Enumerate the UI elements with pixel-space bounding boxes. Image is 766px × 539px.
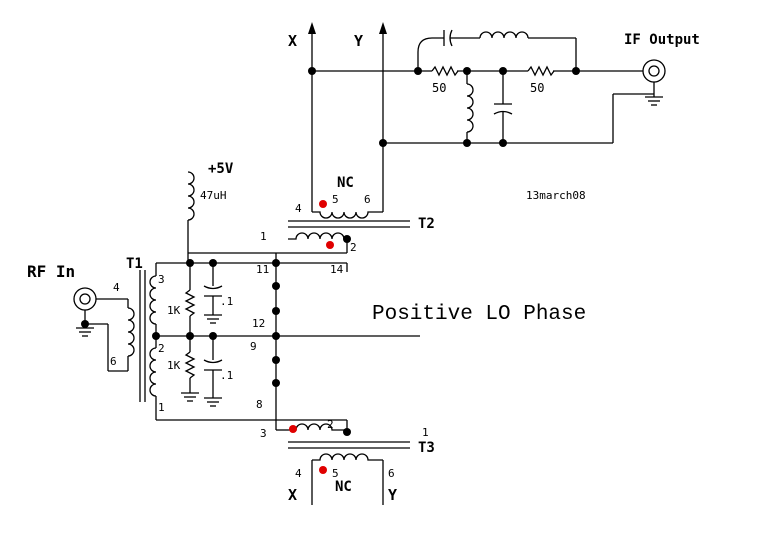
junction-dot xyxy=(186,332,194,340)
date-label: 13march08 xyxy=(526,189,586,202)
if-output-label: IF Output xyxy=(624,32,700,48)
rf-in-connector-center xyxy=(79,293,91,305)
resistor-1k-top xyxy=(184,289,196,317)
x-top-label: X xyxy=(288,32,297,50)
resistor-2-label: 50 xyxy=(530,81,544,95)
t1-secondary-upper xyxy=(149,275,157,325)
junction-dot xyxy=(272,379,280,387)
junction-dot xyxy=(414,67,422,75)
y-top-arrow xyxy=(379,22,387,34)
t3-secondary xyxy=(312,453,383,461)
shunt-inductor xyxy=(466,83,474,133)
cap-bot-label: .1 xyxy=(220,369,233,382)
t3-label: T3 xyxy=(418,440,435,456)
pin-label: 6 xyxy=(110,355,117,368)
resistor-1k-bot xyxy=(184,351,196,379)
junction-dot xyxy=(308,67,316,75)
t3-primary xyxy=(288,423,347,431)
phase-dot xyxy=(289,425,297,433)
pin-label: 2 xyxy=(158,342,165,355)
resistor-1 xyxy=(431,65,459,77)
x-bot-label: X xyxy=(288,486,297,504)
t2-label: T2 xyxy=(418,216,435,232)
junction-dot xyxy=(499,67,507,75)
t1-secondary-lower xyxy=(149,347,157,397)
if-output-connector xyxy=(642,59,666,83)
pin-label: 1 xyxy=(260,230,267,243)
junction-dot xyxy=(572,67,580,75)
pin-label: 3 xyxy=(260,427,267,440)
x-top-arrow xyxy=(308,22,316,34)
junction-dot xyxy=(343,235,351,243)
pin-label: 5 xyxy=(332,467,339,480)
pin-label: 2 xyxy=(327,418,334,431)
pin-label: 4 xyxy=(295,467,302,480)
bypass-left xyxy=(417,37,444,71)
junction-dot xyxy=(209,259,217,267)
nc-top-label: NC xyxy=(337,175,354,191)
phase-dot xyxy=(326,241,334,249)
resistor-1-label: 50 xyxy=(432,81,446,95)
pin-label: 6 xyxy=(364,193,371,206)
phase-dot xyxy=(319,200,327,208)
pin-label: 4 xyxy=(295,202,302,215)
y-bot-label: Y xyxy=(388,486,397,504)
t2-secondary xyxy=(312,211,383,219)
junction-dot xyxy=(463,67,471,75)
pin-label: 6 xyxy=(388,467,395,480)
rf-in-connector xyxy=(73,287,97,311)
t1-primary xyxy=(127,307,135,357)
junction-dot xyxy=(186,259,194,267)
pin-label: 8 xyxy=(256,398,263,411)
junction-dot xyxy=(81,320,89,328)
resistor-2 xyxy=(527,65,555,77)
junction-dot xyxy=(463,139,471,147)
nc-bot-label: NC xyxy=(335,479,352,495)
pin-label: 11 xyxy=(256,263,269,276)
page-title: Positive LO Phase xyxy=(372,303,586,326)
pin-label: 12 xyxy=(252,317,265,330)
res-top-label: 1K xyxy=(167,304,181,317)
cap-top-label: .1 xyxy=(220,295,233,308)
pin-label: 1 xyxy=(422,426,429,439)
pin-label: 2 xyxy=(350,241,357,254)
pin-label: 3 xyxy=(158,273,165,286)
t1-label: T1 xyxy=(126,256,143,272)
t2-primary xyxy=(288,232,347,240)
junction-dot xyxy=(272,259,280,267)
junction-dot xyxy=(272,282,280,290)
phase-dot xyxy=(319,466,327,474)
junction-dot xyxy=(272,356,280,364)
cap-bot-plate-1 xyxy=(203,359,223,364)
rf-in-label: RF In xyxy=(27,262,75,281)
vplus-label: +5V xyxy=(208,161,234,177)
junction-dot xyxy=(379,139,387,147)
if-output-connector-center xyxy=(648,65,660,77)
y-top-label: Y xyxy=(354,32,363,50)
pin-label: 9 xyxy=(250,340,257,353)
junction-dot xyxy=(272,307,280,315)
pin-label: 5 xyxy=(332,193,339,206)
junction-dot xyxy=(209,332,217,340)
junction-dot xyxy=(272,332,280,340)
choke-inductor xyxy=(187,171,195,221)
res-bot-label: 1K xyxy=(167,359,181,372)
bypass-inductor xyxy=(479,31,529,39)
pin-label: 14 xyxy=(330,263,344,276)
inductor-label: 47uH xyxy=(200,189,227,202)
pin-label: 1 xyxy=(158,401,165,414)
cap-top-plate-1 xyxy=(203,285,223,290)
pin-label: 4 xyxy=(113,281,120,294)
junction-dot xyxy=(499,139,507,147)
junction-dot xyxy=(343,428,351,436)
